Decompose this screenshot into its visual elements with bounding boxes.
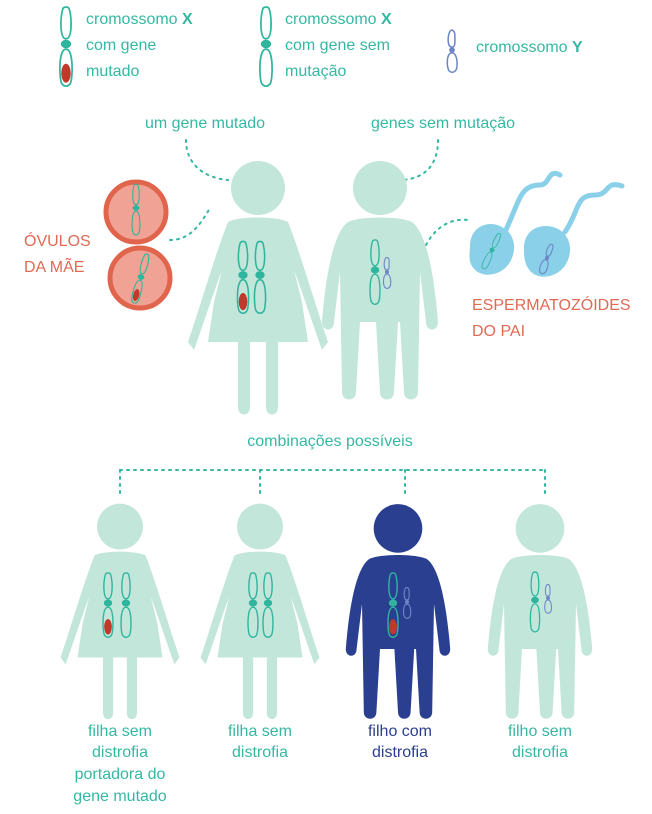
child-son-affected xyxy=(345,504,451,719)
y-chromosome-icon xyxy=(446,29,458,74)
sperm-label-line1: ESPERMATOZÓIDES xyxy=(472,295,631,314)
legend-x-mutated-line2: com gene xyxy=(86,37,156,54)
child-caption-4: filho sem distrofia xyxy=(508,723,572,761)
male-figure-icon xyxy=(345,504,451,719)
legend-x-mutated-line1: cromossomo X xyxy=(86,11,193,28)
child-daughter-carrier xyxy=(60,503,180,720)
male-figure-icon xyxy=(322,161,438,400)
ova-label-line2: DA MÃE xyxy=(24,256,84,276)
child-caption-1: filha sem distrofia portadora do gene mu… xyxy=(73,723,167,805)
sperm-label-line2: DO PAI xyxy=(472,323,525,340)
child-son-normal xyxy=(487,504,593,719)
female-figure-icon xyxy=(188,161,328,415)
svg-text:filho com: filho com xyxy=(368,723,432,740)
mother-label: um gene mutado xyxy=(145,115,265,132)
father-figure xyxy=(322,161,438,400)
svg-text:distrofia: distrofia xyxy=(372,744,428,761)
child-caption-3: filho com distrofia xyxy=(368,723,432,761)
male-figure-icon xyxy=(487,504,593,719)
legend-x-mutated-line3: mutado xyxy=(86,63,139,80)
child-daughter-normal xyxy=(200,503,320,720)
father-label: genes sem mutação xyxy=(371,115,515,132)
x-chromosome-mutated-icon xyxy=(59,6,73,88)
child-caption-2: filha sem distrofia xyxy=(228,723,292,761)
combinations-bracket xyxy=(119,469,546,498)
svg-text:portadora do: portadora do xyxy=(75,766,166,783)
legend-x-normal-line2: com gene sem xyxy=(285,37,390,54)
x-chromosome-icon xyxy=(259,6,273,88)
mother-figure xyxy=(188,161,328,415)
svg-text:distrofia: distrofia xyxy=(232,744,288,761)
ova-label-line1: ÓVULOS xyxy=(24,231,91,250)
svg-text:filha sem: filha sem xyxy=(88,723,152,740)
svg-text:distrofia: distrofia xyxy=(92,744,148,761)
legend-x-normal-line1: cromossomo X xyxy=(285,11,392,28)
sperm-icon xyxy=(469,170,563,275)
sperm-icon xyxy=(524,182,625,277)
svg-text:filho sem: filho sem xyxy=(508,723,572,740)
legend: cromossomo X com gene mutado cromossomo … xyxy=(59,6,583,88)
svg-text:filha sem: filha sem xyxy=(228,723,292,740)
ovum-icon xyxy=(103,179,169,245)
female-figure-icon xyxy=(200,503,320,720)
svg-text:gene mutado: gene mutado xyxy=(73,788,167,805)
ovum-icon xyxy=(107,245,173,311)
legend-y-label: cromossomo Y xyxy=(476,39,583,56)
connector-lines xyxy=(169,139,469,246)
legend-x-normal-line3: mutação xyxy=(285,63,346,80)
combinations-label: combinações possíveis xyxy=(247,433,412,450)
female-figure-icon xyxy=(60,503,180,720)
svg-text:distrofia: distrofia xyxy=(512,744,568,761)
